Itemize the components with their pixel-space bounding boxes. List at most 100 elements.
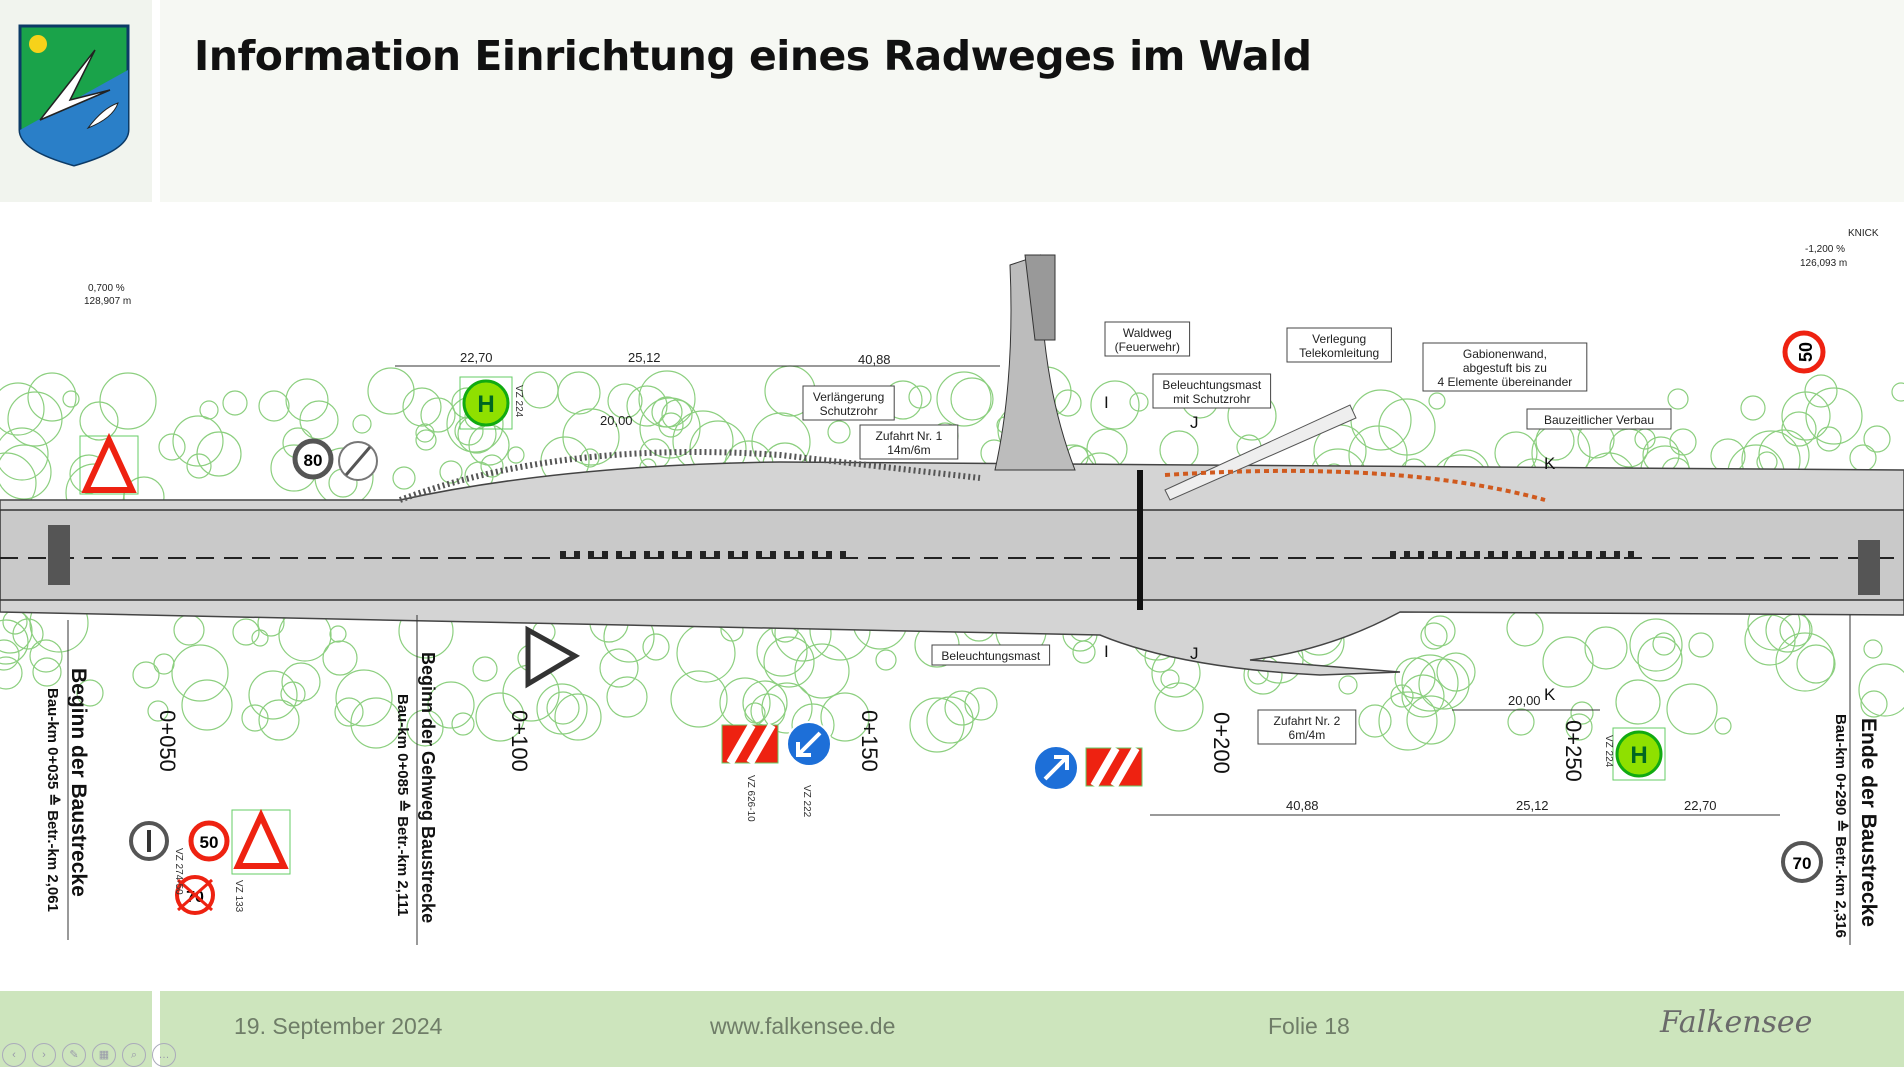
tree-symbol <box>1378 691 1438 751</box>
tree-symbol <box>1775 632 1835 692</box>
callout-text: Verlegung <box>1312 332 1366 346</box>
station-label: 0+250 <box>1561 720 1586 782</box>
pen-icon[interactable]: ✎ <box>62 1043 86 1067</box>
tree-symbol <box>472 656 498 682</box>
tree-symbol <box>1629 618 1683 672</box>
tree-symbol <box>1358 704 1392 738</box>
tree-symbol <box>1565 713 1593 741</box>
tree-symbol <box>1338 675 1358 695</box>
tree-symbol <box>507 446 525 464</box>
station-label: 0+050 <box>155 710 180 772</box>
tree-symbol <box>1863 425 1891 453</box>
tree-symbol <box>661 399 693 431</box>
vz-label: VZ 626-10 <box>745 775 756 822</box>
callout-text: Verlängerung <box>813 390 884 404</box>
tree-symbol <box>546 691 580 725</box>
callout-text: Schutzrohr <box>820 404 878 418</box>
station-label: 0+150 <box>857 710 882 772</box>
knick-label: KNICK <box>1848 228 1879 239</box>
svg-text:50: 50 <box>200 833 219 852</box>
svg-text:H: H <box>1630 742 1647 769</box>
tree-symbol <box>820 692 870 742</box>
tree-symbol <box>1436 652 1476 692</box>
tree-symbol <box>670 670 728 728</box>
tree-symbol <box>281 662 321 702</box>
callout-text: 4 Elemente übereinander <box>1438 375 1573 389</box>
svg-text:80: 80 <box>304 451 323 470</box>
tree-symbol <box>1796 644 1836 684</box>
tree-symbol <box>329 625 347 643</box>
tree-symbol <box>1428 392 1446 410</box>
tree-symbol <box>62 390 80 408</box>
zoom-icon[interactable]: ⌕ <box>122 1043 146 1067</box>
tree-symbol <box>1406 695 1456 745</box>
tree-symbol <box>415 429 437 451</box>
tree-symbol <box>158 433 186 461</box>
slide-footer: 19. September 2024 www.falkensee.de Foli… <box>0 991 1904 1067</box>
tree-symbol <box>0 619 29 665</box>
bus-stop-icon: H <box>1612 727 1666 781</box>
info-sign-icon <box>129 821 169 861</box>
previous-slide-icon[interactable]: ‹ <box>2 1043 26 1067</box>
tree-symbol <box>1781 391 1831 441</box>
callout-text: Zufahrt Nr. 1 <box>876 429 943 443</box>
bus-stop-icon: H <box>459 376 513 430</box>
slide-header: Information Einrichtung eines Radweges i… <box>0 0 1904 202</box>
footer-slide-number: Folie 18 <box>1268 1013 1350 1039</box>
tree-symbol <box>909 697 965 753</box>
footer-website[interactable]: www.falkensee.de <box>710 1013 896 1039</box>
tree-symbol <box>27 372 77 422</box>
tree-symbol <box>1740 395 1766 421</box>
tree-symbol <box>132 661 160 689</box>
section-j-label: J <box>1190 644 1199 663</box>
svg-text:50: 50 <box>1796 342 1816 362</box>
tree-symbol <box>1816 426 1842 452</box>
callout-waldweg: Waldweg(Feuerwehr) <box>1104 321 1191 357</box>
tree-symbol <box>0 427 49 481</box>
tree-symbol <box>29 639 63 673</box>
tree-symbol <box>1637 636 1683 682</box>
tree-symbol <box>335 669 393 727</box>
tree-symbol <box>926 696 974 744</box>
tree-symbol <box>536 683 588 735</box>
start-label: Beginn der Baustrecke <box>67 668 90 897</box>
speed-limit-70-crossed-icon: 70 <box>175 875 215 915</box>
tree-symbol <box>181 679 233 731</box>
tree-symbol <box>439 460 463 484</box>
barrier-board-icon <box>721 722 779 766</box>
tree-symbol <box>241 704 269 732</box>
dim-label: 20,00 <box>600 413 633 428</box>
slides-overview-icon[interactable]: ▦ <box>92 1043 116 1067</box>
tree-symbol <box>1858 663 1904 717</box>
tree-symbol <box>147 700 169 722</box>
callout-text: 14m/6m <box>887 443 930 457</box>
tree-symbol <box>554 693 602 741</box>
tree-symbol <box>651 396 683 428</box>
callout-gabionen: Gabionenwand,abgestuft bis zu4 Elemente … <box>1422 342 1588 392</box>
station-label: 0+200 <box>1209 712 1234 774</box>
section-k-label: K <box>1544 685 1556 704</box>
tree-symbol <box>196 431 242 477</box>
tree-symbol <box>1507 708 1535 736</box>
tree-symbol <box>827 420 851 444</box>
tree-symbol <box>1390 684 1414 708</box>
callout-text: Beleuchtungsmast <box>1162 378 1261 392</box>
tree-symbol <box>1420 622 1448 650</box>
more-options-icon[interactable]: … <box>152 1043 176 1067</box>
tree-symbol <box>1863 639 1883 659</box>
tree-symbol <box>1584 626 1628 670</box>
section-i-label: I <box>1104 393 1109 412</box>
next-slide-icon[interactable]: › <box>32 1043 56 1067</box>
callout-text: abgestuft bis zu <box>1463 361 1547 375</box>
tree-symbol <box>1805 387 1863 445</box>
slope-radius: 126,093 m <box>1800 258 1847 269</box>
gehweg-start-km: Bau-km 0+085 ≙ Betr.-km 2,111 <box>394 694 411 916</box>
page-title: Information Einrichtung eines Radweges i… <box>194 32 1312 80</box>
tree-symbol <box>950 377 994 421</box>
dim-label: 40,88 <box>858 352 891 367</box>
vz-label: VZ 224 <box>513 385 524 418</box>
speed-limit-80-icon: 80 <box>292 438 334 480</box>
